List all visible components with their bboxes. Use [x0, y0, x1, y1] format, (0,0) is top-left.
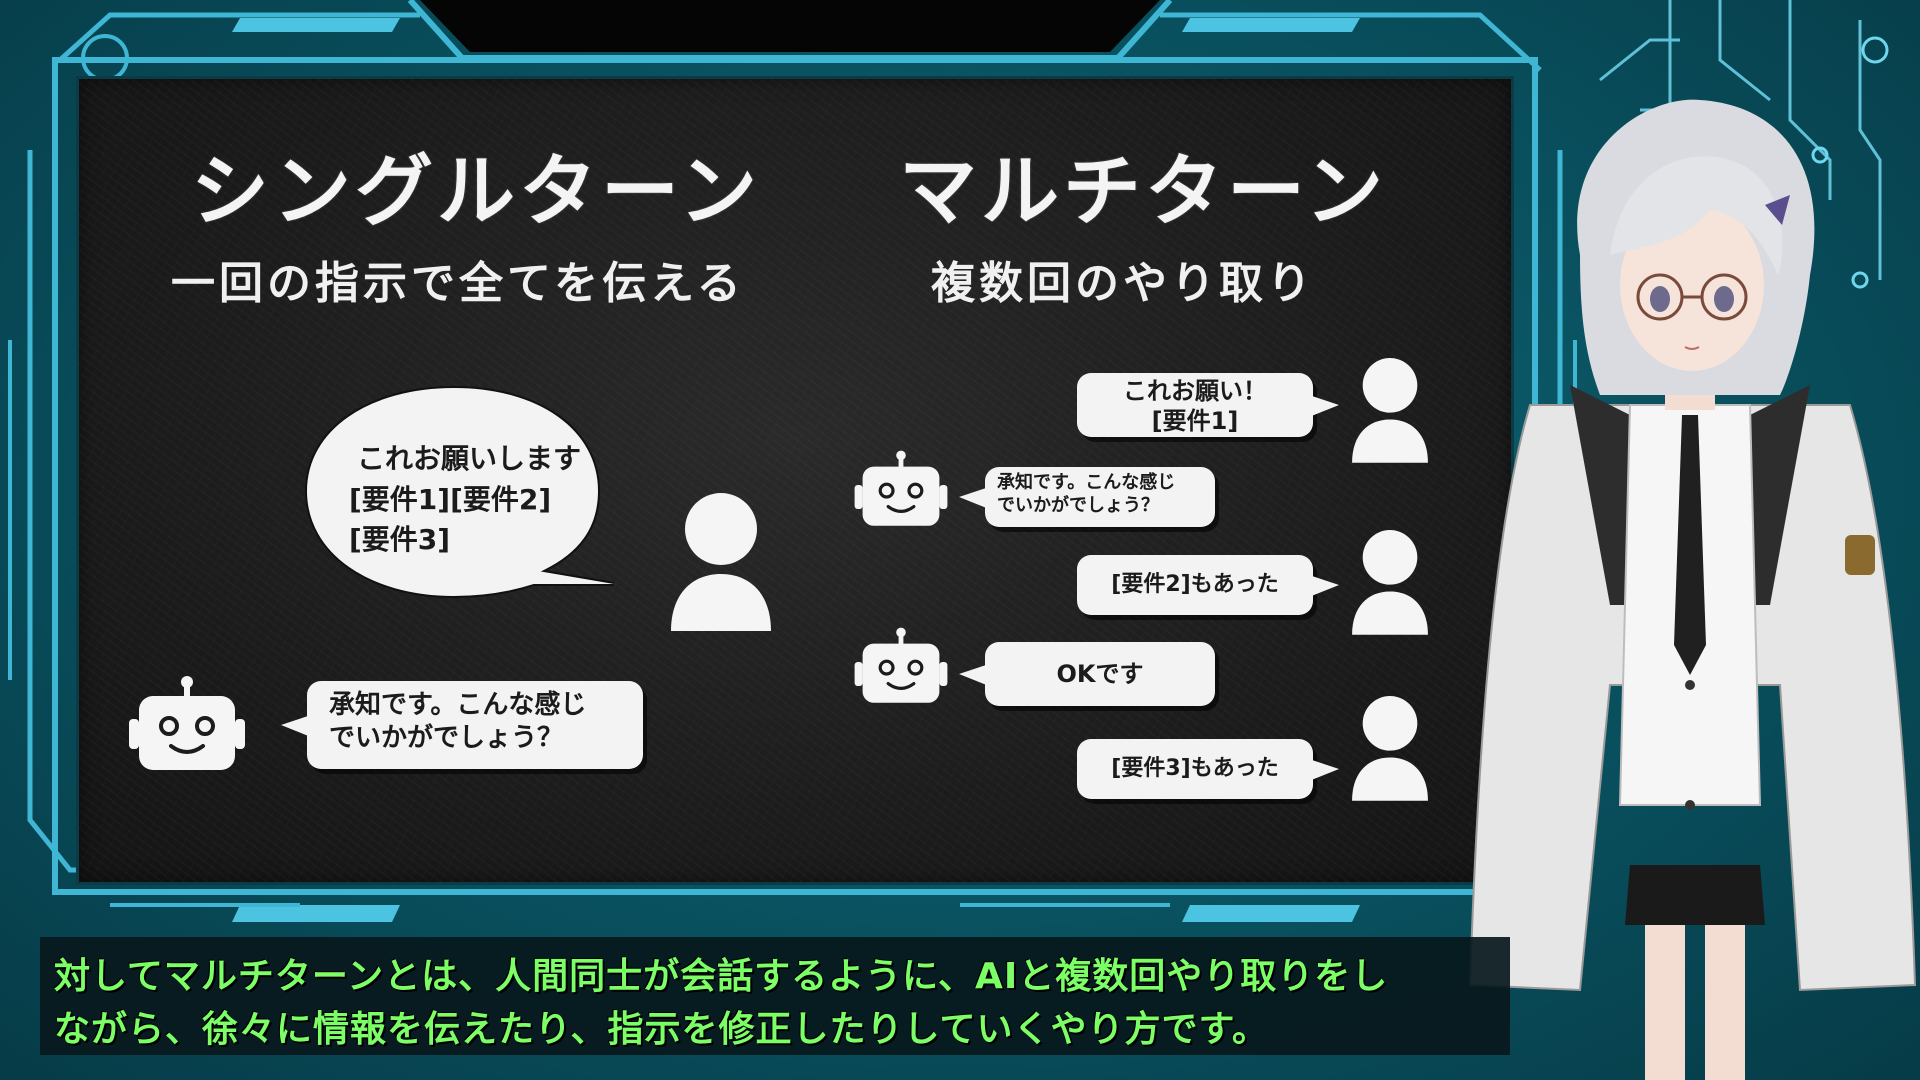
caption-line-2: ながら、徐々に情報を伝えたり、指示を修正したりしていくやり方です。 [54, 1009, 1269, 1050]
turn-2-bot-bubble: 承知です。こんな感じ でいかがでしょう？ [959, 467, 1215, 527]
single-turn-title: シングルターン [191, 147, 762, 237]
turn-5-user-bubble: [要件3]もあった [1077, 739, 1339, 799]
user-request-bubble [304, 385, 614, 599]
user-icon [1352, 358, 1428, 463]
vtuber-character-illustration [1468, 99, 1917, 1080]
robot-icon [854, 627, 948, 703]
robot-icon [129, 676, 245, 770]
user-icon [1352, 696, 1428, 801]
turn-1-user-bubble: これお願い！ [要件1] [1077, 373, 1339, 437]
user-icon [1352, 530, 1428, 635]
user-icon [671, 493, 771, 631]
multi-turn-subtitle: 複数回のやり取り [931, 258, 1315, 309]
caption-box: 対してマルチターンとは、人間同士が会話するように、AIと複数回やり取りをし なが… [40, 937, 1510, 1055]
robot-icon [854, 450, 948, 526]
caption-line-1: 対してマルチターンとは、人間同士が会話するように、AIと複数回やり取りをし [54, 956, 1389, 997]
turn-4-bot-bubble: OKです [959, 642, 1215, 706]
single-turn-subtitle: 一回の指示で全てを伝える [171, 258, 745, 309]
turn-3-user-bubble: [要件2]もあった [1077, 555, 1339, 615]
blackboard-slide: シングルターン 一回の指示で全てを伝える これお願いします [要件1][要件2]… [79, 79, 1511, 882]
multi-turn-title: マルチターン [899, 147, 1388, 237]
bot-reply-bubble: 承知です。こんな感じ でいかがでしょう？ [281, 681, 643, 769]
